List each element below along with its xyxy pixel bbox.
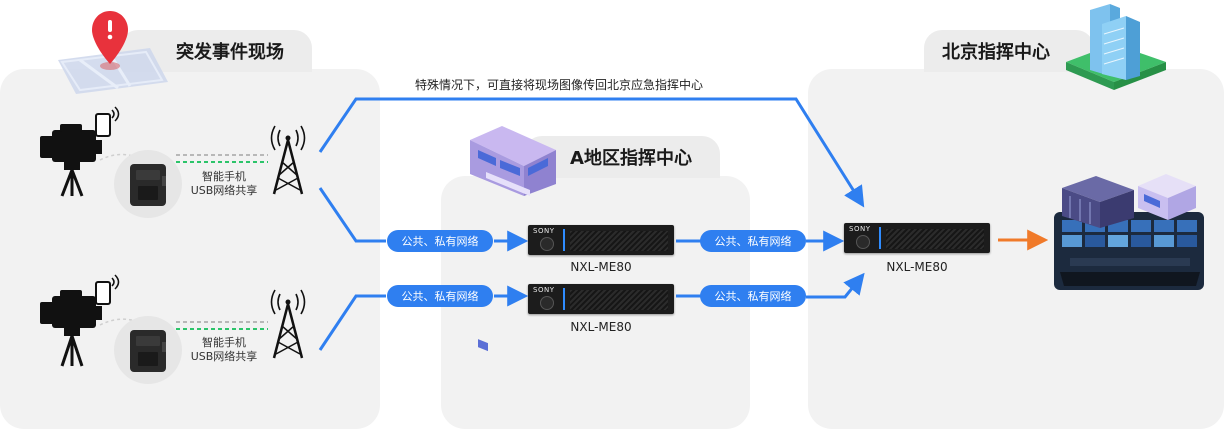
phone-usb-label-2-line2: USB网络共享: [190, 350, 258, 363]
power-knob-icon: [540, 237, 554, 251]
device-grill: [570, 290, 668, 310]
phone-usb-label-2: 智能手机 USB网络共享: [176, 336, 272, 364]
pill4-to-device3-line: [806, 272, 865, 299]
device-1-brand: SONY: [533, 227, 555, 235]
device-stripe: [563, 229, 565, 251]
nxl-me80-device-2: SONY: [528, 284, 674, 314]
tower1-to-pill-line: [318, 187, 386, 243]
network-pill-3: 公共、私有网络: [700, 230, 806, 252]
network-pill-1: 公共、私有网络: [387, 230, 493, 252]
direct-route-line: [318, 97, 865, 208]
tower2-to-pill-line: [318, 294, 386, 351]
network-pill-2: 公共、私有网络: [387, 285, 493, 307]
device-2-brand: SONY: [533, 286, 555, 294]
device-grill: [886, 229, 984, 249]
network-pill-4: 公共、私有网络: [700, 285, 806, 307]
device-3-brand: SONY: [849, 225, 871, 233]
device-stripe: [563, 288, 565, 310]
device-grill: [570, 231, 668, 251]
device-2-label: NXL-ME80: [570, 320, 632, 334]
nxl-me80-device-3: SONY: [844, 223, 990, 253]
region-a-title: A地区指挥中心: [524, 136, 720, 178]
power-knob-icon: [540, 296, 554, 310]
phone-usb-label-1-line1: 智能手机: [202, 170, 246, 183]
beijing-title: 北京指挥中心: [924, 30, 1094, 72]
phone-usb-label-1: 智能手机 USB网络共享: [176, 170, 272, 198]
phone-usb-label-2-line1: 智能手机: [202, 336, 246, 349]
phone-usb-label-1-line2: USB网络共享: [190, 184, 258, 197]
direct-route-note: 特殊情况下，可直接将现场图像传回北京应急指挥中心: [415, 78, 704, 92]
device-stripe: [879, 227, 881, 249]
nxl-me80-device-1: SONY: [528, 225, 674, 255]
device-1-label: NXL-ME80: [570, 260, 632, 274]
power-knob-icon: [856, 235, 870, 249]
device-3-label: NXL-ME80: [886, 260, 948, 274]
